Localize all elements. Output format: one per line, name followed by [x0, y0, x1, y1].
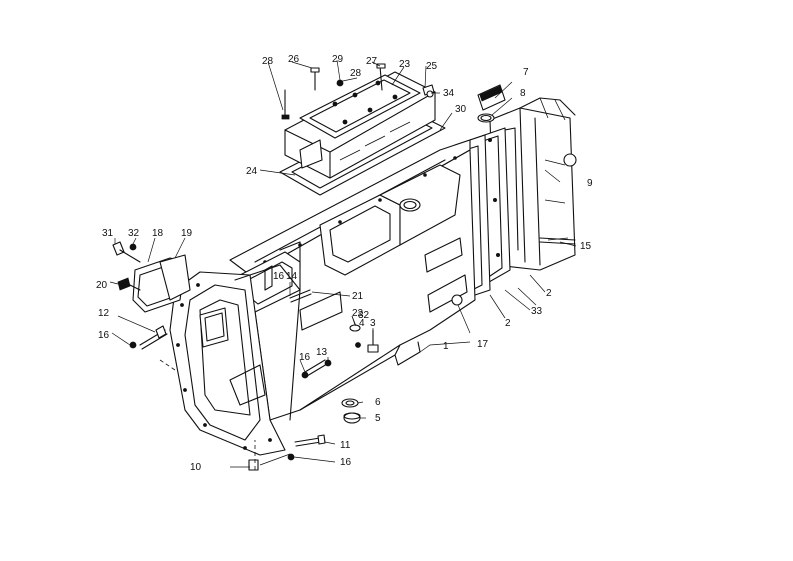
part-label-21: 21	[352, 291, 364, 302]
part-label-6: 6	[375, 397, 381, 408]
top-cover-assembly	[279, 71, 446, 196]
part-label-26: 26	[288, 54, 300, 65]
breather-plug	[477, 84, 506, 123]
part-label-29: 29	[332, 54, 344, 65]
part-label-23: 23	[399, 59, 411, 70]
part-label-28: 28	[262, 56, 274, 67]
part-label-32: 32	[128, 228, 140, 239]
part-label-9: 9	[587, 178, 593, 189]
part-label-16: 16	[340, 457, 352, 468]
part-label-31: 31	[102, 228, 114, 239]
part-label-4: 4	[359, 318, 365, 329]
part-label-8: 8	[520, 88, 526, 99]
part-label-20: 20	[96, 280, 108, 291]
part-label-34: 34	[443, 88, 455, 99]
clutch-housing	[169, 264, 301, 456]
part-label-32: 32	[358, 310, 370, 321]
part-label-2: 2	[505, 318, 511, 329]
part-label-30: 30	[455, 104, 467, 115]
part-label-16: 16	[273, 271, 285, 282]
part-label-2: 2	[546, 288, 552, 299]
rear-housing	[489, 97, 577, 271]
part-label-33: 33	[531, 306, 543, 317]
leader-lines	[109, 59, 577, 470]
part-label-11: 11	[340, 440, 351, 451]
part-label-7: 7	[523, 67, 529, 78]
part-label-17: 17	[477, 339, 489, 350]
part-label-12: 12	[98, 308, 110, 319]
part-label-1: 1	[443, 341, 449, 352]
part-label-13: 13	[316, 347, 328, 358]
part-labels: 1 2 2 33 3 4 22 21 6 5 7 8 9 15 17 10 11…	[96, 54, 593, 473]
part-label-28: 28	[350, 68, 362, 79]
part-label-27: 27	[366, 56, 378, 67]
part-label-15: 15	[580, 241, 592, 252]
part-label-16: 16	[98, 330, 110, 341]
bolts	[112, 63, 576, 471]
front-cover-plate	[132, 254, 191, 313]
part-label-3: 3	[370, 318, 376, 329]
part-label-19: 19	[181, 228, 193, 239]
part-label-25: 25	[426, 61, 438, 72]
transmission-case	[229, 139, 476, 421]
part-label-22: 22	[352, 308, 364, 319]
part-label-10: 10	[190, 462, 202, 473]
part-label-18: 18	[152, 228, 164, 239]
part-label-24: 24	[246, 166, 258, 177]
part-label-16: 16	[299, 352, 311, 363]
part-label-14: 14	[286, 271, 298, 282]
part-label-5: 5	[375, 413, 381, 424]
